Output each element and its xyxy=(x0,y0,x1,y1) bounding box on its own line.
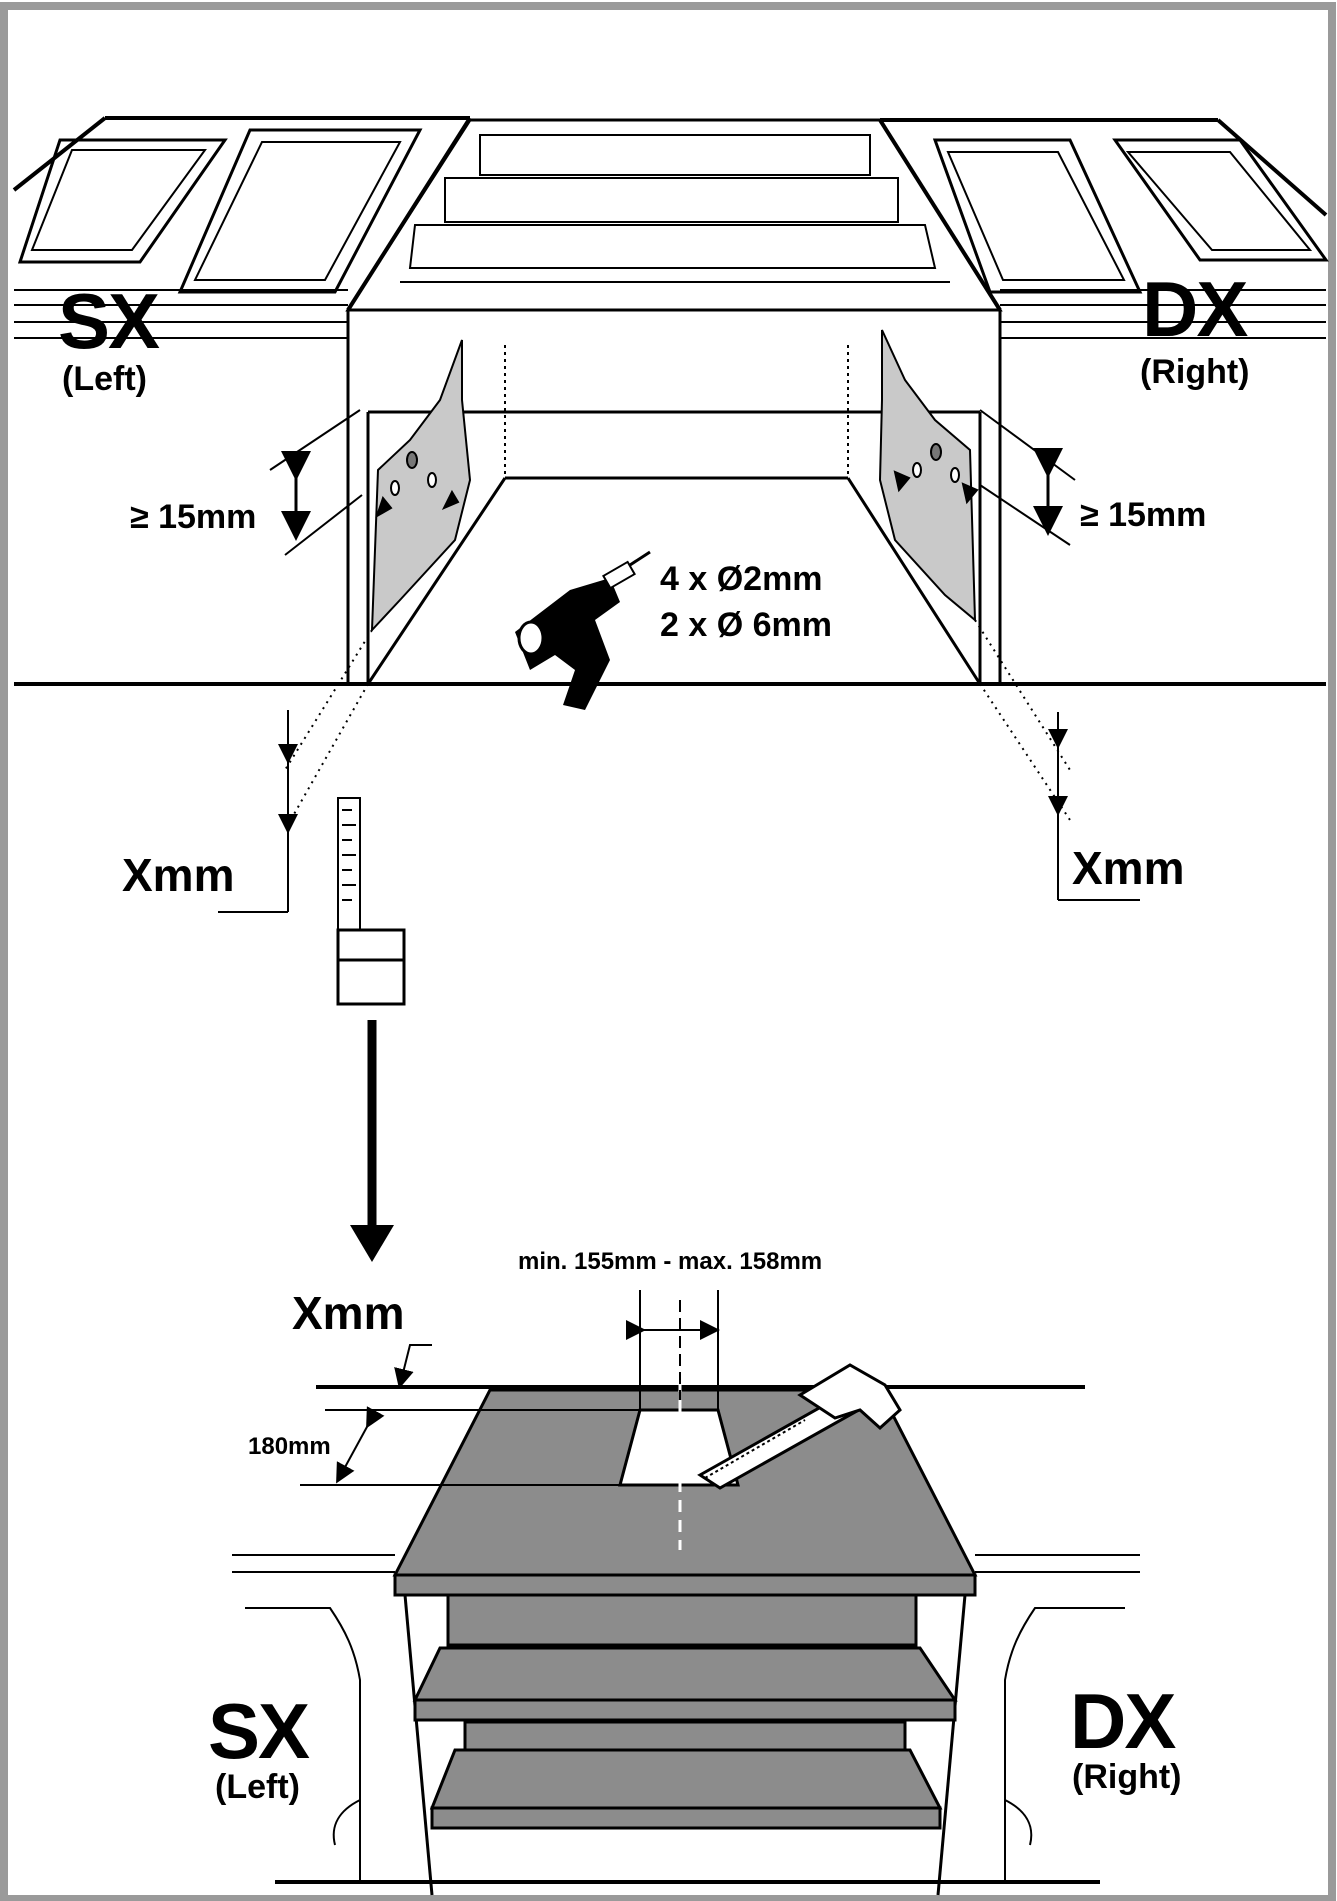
mounting-holes xyxy=(375,443,979,519)
cut-depth-label: 180mm xyxy=(248,1433,331,1460)
bottom-x-label: Xmm xyxy=(292,1287,405,1339)
min-15mm-right-label: ≥ 15mm xyxy=(1080,496,1207,534)
top-x-left-label: Xmm xyxy=(122,849,235,901)
x-measure-lines xyxy=(218,619,1140,913)
tape-measure-icon xyxy=(336,797,406,1006)
down-arrow-icon xyxy=(350,1020,394,1262)
bottom-right-code: DX xyxy=(1070,1677,1176,1765)
min-15mm-indicators xyxy=(269,409,1076,556)
top-left-code: SX xyxy=(58,277,160,365)
bottom-cabinet-illustration xyxy=(232,1290,1140,1896)
min-15mm-left-label: ≥ 15mm xyxy=(130,498,257,536)
top-right-name: (Right) xyxy=(1140,353,1250,391)
drawer-box xyxy=(345,118,1003,685)
left-side-panel xyxy=(370,339,472,633)
drill-icon xyxy=(515,550,651,710)
right-doors xyxy=(932,138,1329,294)
right-side-panel xyxy=(878,329,977,623)
drill-spec-line2: 2 x Ø 6mm xyxy=(660,606,832,644)
bottom-left-name: (Left) xyxy=(215,1768,300,1806)
top-left-name: (Left) xyxy=(62,360,147,398)
cut-width-label: min. 155mm - max. 158mm xyxy=(518,1248,823,1275)
left-doors xyxy=(17,128,423,294)
jigsaw-icon xyxy=(697,1363,902,1490)
top-x-right-label: Xmm xyxy=(1072,842,1185,894)
drill-spec-line1: 4 x Ø2mm xyxy=(660,560,823,598)
top-cabinet-illustration xyxy=(12,116,1329,686)
bottom-left-code: SX xyxy=(208,1687,310,1775)
top-right-code: DX xyxy=(1142,265,1248,353)
bottom-right-name: (Right) xyxy=(1072,1758,1182,1796)
